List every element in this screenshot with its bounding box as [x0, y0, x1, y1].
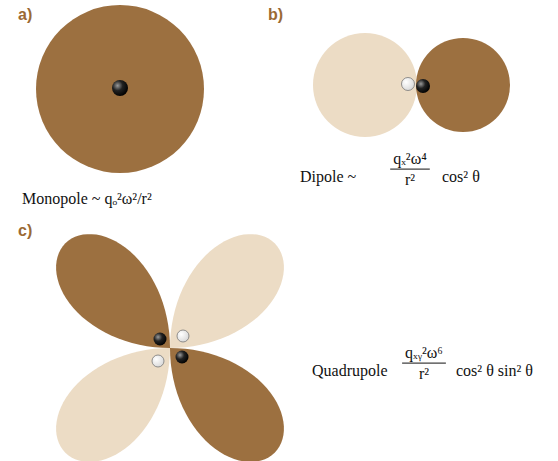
source-sphere-light	[177, 330, 189, 342]
panel-letter: b)	[268, 6, 283, 24]
formula-label: Dipole ~	[300, 168, 356, 186]
source-sphere	[176, 351, 189, 364]
quadrupole-lobe-light	[170, 234, 284, 348]
fraction-numerator: qₓ²ω⁴	[393, 150, 427, 168]
formula-factor: cos² θ	[442, 168, 480, 186]
monopole-pattern	[36, 5, 204, 173]
source-sphere	[416, 79, 430, 93]
fraction-denominator: r²	[419, 365, 429, 383]
panel-letter: c)	[18, 222, 32, 240]
formula: Monopole ~ qₒ²ω²/r²	[22, 190, 152, 208]
fraction-bar	[390, 169, 430, 170]
quadrupole-lobe-dark	[170, 348, 284, 461]
dipole-lobe-dark	[416, 38, 510, 132]
formula-factor: cos² θ sin² θ	[456, 362, 533, 380]
source-sphere	[112, 80, 128, 96]
source-sphere-light	[402, 78, 415, 91]
panel-letter: a)	[18, 6, 32, 24]
source-sphere-light	[152, 355, 164, 367]
fraction-denominator: r²	[405, 171, 415, 189]
source-sphere	[154, 333, 167, 346]
fraction-numerator: qₓᵧ²ω⁶	[405, 344, 443, 362]
formula-label: Quadrupole	[312, 362, 388, 380]
dipole-lobe-light	[313, 33, 417, 137]
quadrupole-lobe-dark	[56, 234, 170, 348]
quadrupole-lobe-light	[56, 348, 170, 461]
fraction-bar	[402, 363, 446, 364]
